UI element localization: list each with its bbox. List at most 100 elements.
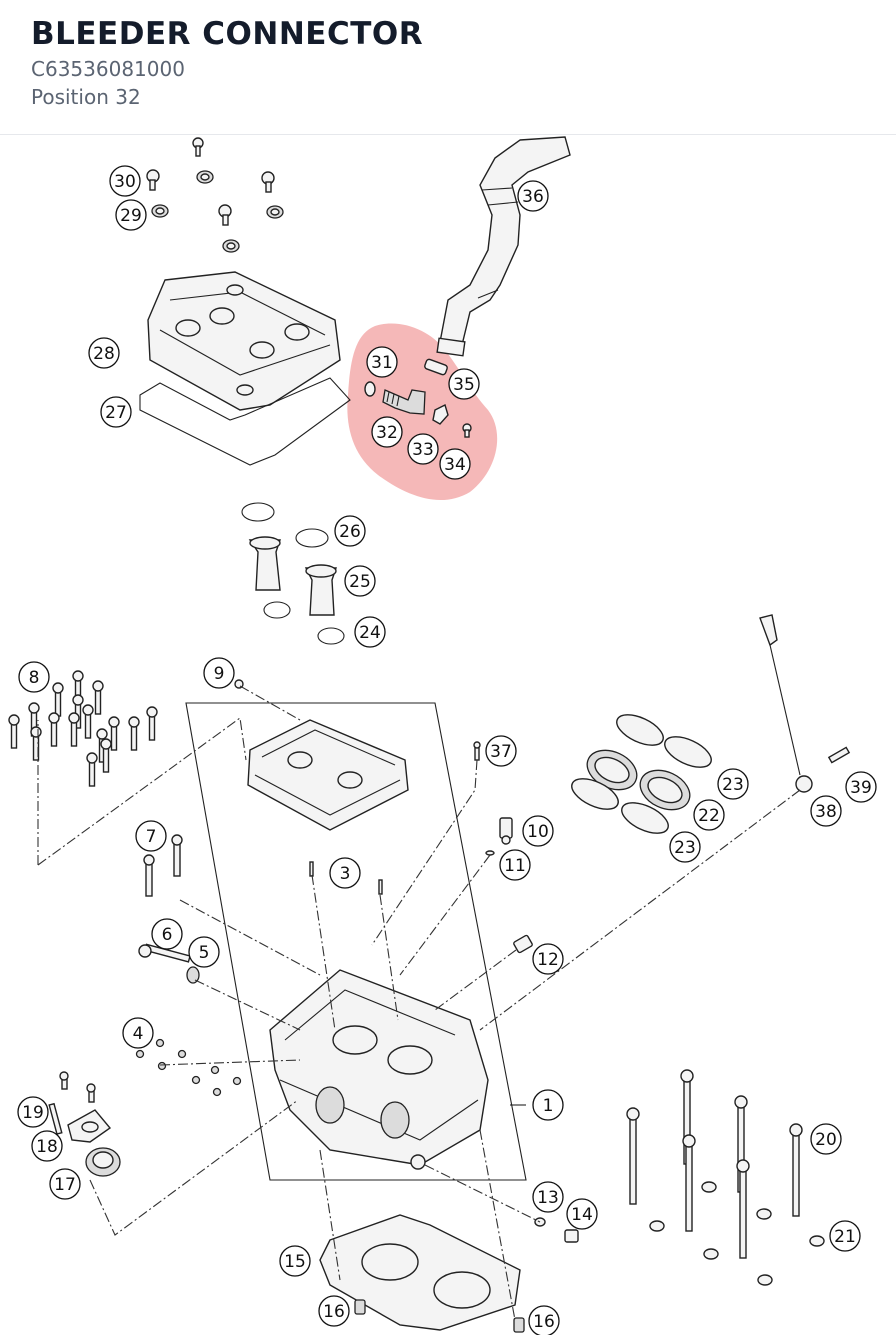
callout-26: 26 xyxy=(334,515,366,547)
callout-19: 19 xyxy=(17,1096,49,1128)
callout-14: 14 xyxy=(566,1198,598,1230)
callout-circle xyxy=(439,448,471,480)
callout-circle xyxy=(18,661,50,693)
callout-21: 21 xyxy=(829,1220,861,1252)
part-position: Position 32 xyxy=(31,85,141,109)
callout-10: 10 xyxy=(522,815,554,847)
callout-17: 17 xyxy=(49,1168,81,1200)
cylinder-bolts-long xyxy=(626,1069,803,1259)
callout-20: 20 xyxy=(810,1123,842,1155)
thermostat-housing xyxy=(48,1071,121,1177)
callout-number: 39 xyxy=(850,778,872,798)
callout-circle xyxy=(499,849,531,881)
callout-36: 36 xyxy=(517,180,549,212)
callout-circle xyxy=(829,1220,861,1252)
callout-24: 24 xyxy=(354,616,386,648)
callout-circle xyxy=(407,433,439,465)
callout-number: 27 xyxy=(105,403,127,423)
small-fasteners xyxy=(138,741,533,984)
callout-number: 1 xyxy=(543,1096,554,1116)
callout-circle xyxy=(810,795,842,827)
callout-circle xyxy=(49,1168,81,1200)
callout-22: 22 xyxy=(693,799,725,831)
callout-circle xyxy=(448,368,480,400)
callout-number: 14 xyxy=(571,1205,593,1225)
valve-cover-seals xyxy=(151,170,284,253)
callout-circle xyxy=(203,657,235,689)
callout-number: 26 xyxy=(339,522,361,542)
callout-23a: 23 xyxy=(717,768,749,800)
callout-circle xyxy=(318,1295,350,1327)
callout-circle xyxy=(528,1305,560,1335)
callout-number: 12 xyxy=(537,950,559,970)
cylinder-head xyxy=(269,969,489,1170)
callout-circle xyxy=(517,180,549,212)
callout-number: 30 xyxy=(114,172,136,192)
callout-31: 31 xyxy=(366,346,398,378)
callout-1: 1 xyxy=(532,1089,564,1121)
callout-circle xyxy=(485,735,517,767)
callout-16a: 16 xyxy=(318,1295,350,1327)
callout-circle xyxy=(188,936,220,968)
callout-25: 25 xyxy=(344,565,376,597)
callout-number: 15 xyxy=(284,1252,306,1272)
callout-6: 6 xyxy=(151,918,183,950)
callout-28: 28 xyxy=(88,337,120,369)
head-gasket xyxy=(319,1214,525,1333)
callout-15: 15 xyxy=(279,1245,311,1277)
callout-23b: 23 xyxy=(669,831,701,863)
part-number: C63536081000 xyxy=(31,57,185,81)
callout-circle xyxy=(151,918,183,950)
callout-number: 16 xyxy=(323,1302,345,1322)
callout-number: 32 xyxy=(376,423,398,443)
callout-circle xyxy=(532,1089,564,1121)
callout-circle xyxy=(115,199,147,231)
callout-circle xyxy=(566,1198,598,1230)
callout-circle xyxy=(122,1017,154,1049)
callout-circle xyxy=(334,515,366,547)
valve-cover-bolts xyxy=(146,137,275,226)
callout-number: 34 xyxy=(444,455,466,475)
camshaft-bearing-bridge xyxy=(234,679,409,831)
part-header: BLEEDER CONNECTOR C63536081000 Position … xyxy=(0,0,896,135)
callout-circle xyxy=(100,396,132,428)
breather-connector-parts xyxy=(364,358,472,438)
callout-number: 20 xyxy=(815,1130,837,1150)
callout-number: 22 xyxy=(698,806,720,826)
callout-number: 24 xyxy=(359,623,381,643)
callout-number: 8 xyxy=(29,668,40,688)
valve-cover xyxy=(147,271,341,411)
callout-circle xyxy=(88,337,120,369)
valve-cover-gasket xyxy=(139,377,351,466)
callout-circle xyxy=(344,565,376,597)
callout-number: 37 xyxy=(490,742,512,762)
callout-number: 6 xyxy=(162,925,173,945)
callout-number: 4 xyxy=(133,1024,144,1044)
callout-circle xyxy=(371,416,403,448)
leader-lines xyxy=(37,685,801,1321)
callout-circle xyxy=(845,771,877,803)
callout-circle xyxy=(532,1181,564,1213)
callout-circle xyxy=(31,1130,63,1162)
callout-circle xyxy=(522,815,554,847)
temperature-sensor-lead xyxy=(759,614,851,793)
callout-number: 9 xyxy=(214,664,225,684)
callout-8: 8 xyxy=(18,661,50,693)
callout-4: 4 xyxy=(122,1017,154,1049)
callout-circle xyxy=(810,1123,842,1155)
callout-27: 27 xyxy=(100,396,132,428)
callout-11: 11 xyxy=(499,849,531,881)
callout-32: 32 xyxy=(371,416,403,448)
callout-number: 16 xyxy=(533,1312,555,1332)
callout-35: 35 xyxy=(448,368,480,400)
callout-39: 39 xyxy=(845,771,877,803)
bolt-washers xyxy=(649,1181,825,1286)
callout-circle xyxy=(717,768,749,800)
callout-number: 3 xyxy=(340,864,351,884)
callout-circle xyxy=(354,616,386,648)
callout-number: 11 xyxy=(504,856,526,876)
cylinder-head-bolts xyxy=(8,670,158,787)
callout-29: 29 xyxy=(115,199,147,231)
callout-number: 31 xyxy=(371,353,393,373)
